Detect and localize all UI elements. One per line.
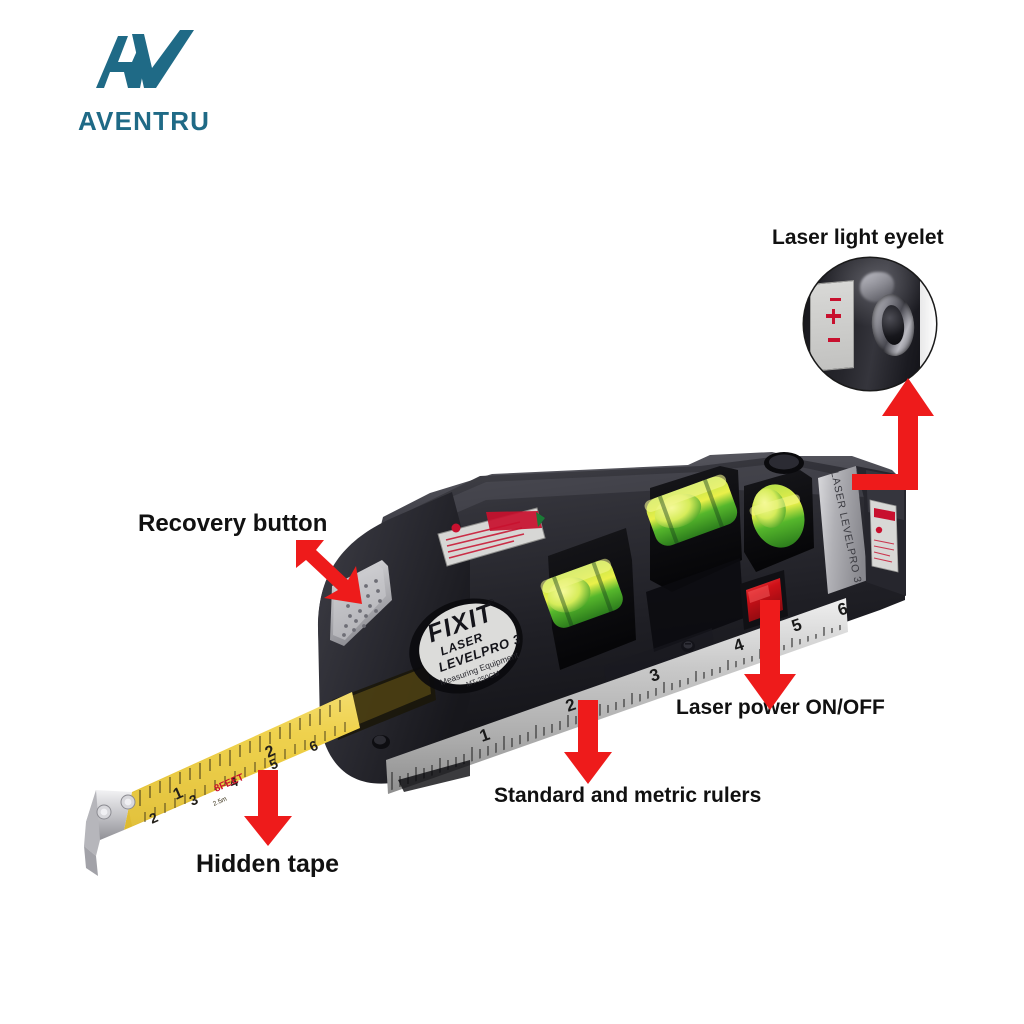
inset-minus-mark-top — [830, 298, 841, 301]
down-arrow-icon-hidden-tape — [242, 770, 294, 848]
tape-ticks — [139, 700, 346, 822]
inset-minus-mark-bottom — [828, 338, 840, 342]
tape-metric-note: 2.5m — [212, 796, 228, 808]
callout-label-hidden-tape: Hidden tape — [196, 850, 340, 878]
brand-name: AVENTRU — [78, 106, 211, 136]
callout-label-laser-light-eyelet: Laser light eyelet — [772, 226, 944, 249]
aventru-checkmark-logo-icon — [88, 28, 198, 94]
laser-eyelet-magnified-inset — [804, 258, 936, 390]
down-arrow-icon-rulers — [562, 700, 614, 786]
top-aperture — [764, 452, 804, 474]
brand-label-registered: ® — [486, 597, 496, 609]
callout-label-standard-and-metric-rulers: Standard and metric rulers — [494, 784, 762, 807]
laser-warning-sticker-left — [437, 507, 546, 567]
bubble-vial-horizontal — [540, 528, 636, 670]
inset-plus-mark-vertical — [831, 308, 835, 324]
diagonal-down-right-arrow-icon — [292, 536, 368, 612]
down-arrow-icon-power — [742, 600, 798, 712]
inset-warning-sticker — [810, 280, 854, 372]
bubble-vial-main — [644, 466, 744, 652]
inset-background-edge — [920, 258, 936, 390]
brand-logo: AVENTRU — [78, 28, 253, 138]
tape-measure-blade: 1 2 2 3 4 5 6 8FEET 2.5m — [124, 692, 360, 830]
callout-label-recovery-button: Recovery button — [138, 510, 328, 537]
elbow-up-arrow-icon — [852, 378, 982, 508]
bubble-vial-vertical — [744, 470, 814, 572]
laser-warning-sticker-right — [869, 499, 899, 573]
tape-end-hook — [84, 790, 136, 876]
laser-eyelet-aperture — [879, 303, 907, 347]
callout-label-laser-power-on-off: Laser power ON/OFF — [676, 696, 885, 719]
